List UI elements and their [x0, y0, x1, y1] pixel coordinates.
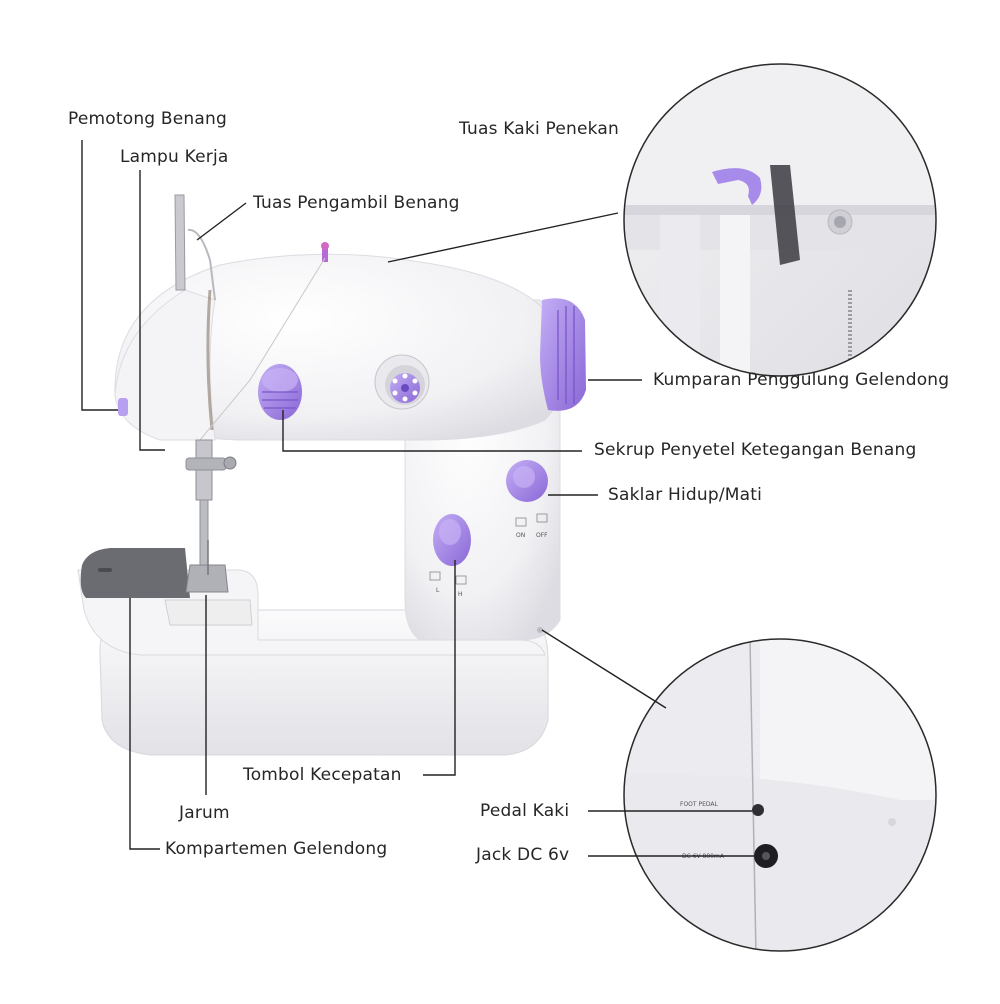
label-kumparan-penggulung-gelendong: Kumparan Penggulung Gelendong: [653, 370, 950, 390]
leader-lines: [81, 140, 756, 857]
label-lampu-kerja: Lampu Kerja: [120, 147, 229, 167]
power-switch: [506, 460, 548, 502]
label-tuas-pengambil-benang: Tuas Pengambil Benang: [253, 193, 460, 213]
leader-zoom-bottom: [541, 629, 667, 709]
handwheel: [540, 298, 586, 411]
label-tuas-kaki-penekan: Tuas Kaki Penekan: [459, 119, 619, 139]
label-kompartemen-gelendong: Kompartemen Gelendong: [165, 839, 388, 859]
side-jack-marker: [537, 627, 543, 633]
thread-guide: [187, 228, 216, 301]
speed-button: [433, 514, 471, 566]
foot-pedal-socket: [752, 804, 764, 816]
speed-low-icon: [429, 571, 441, 581]
spool-pin-cap: [321, 242, 329, 250]
bobbin-compartment-cover: [80, 548, 190, 598]
zoom-circle-presser-lever: [623, 63, 937, 377]
switch-off-mark: OFF: [536, 532, 548, 539]
machine-head: [114, 289, 216, 441]
label-sekrup-penyetel-ketegangan-benang: Sekrup Penyetel Ketegangan Benang: [594, 440, 917, 460]
speed-high-mark: H: [458, 591, 463, 598]
switch-on-icon: [515, 517, 527, 527]
label-pedal-kaki: Pedal Kaki: [480, 801, 570, 821]
spool-pin: [322, 248, 328, 262]
sewing-machine: ON OFF L H: [77, 194, 586, 756]
thread-line: [199, 257, 326, 441]
thread-channel: [206, 289, 214, 431]
leader-kompartemen: [129, 598, 160, 850]
label-saklar-hidup-mati: Saklar Hidup/Mati: [608, 485, 763, 505]
leader-tuas-pengambil-benang: [196, 202, 247, 241]
needle-plate: [164, 599, 253, 626]
label-jack-dc: Jack DC 6v: [476, 845, 570, 865]
bobbin-winder: [374, 354, 430, 410]
thread-tension-knob: [258, 364, 302, 420]
label-pemotong-benang: Pemotong Benang: [68, 109, 227, 129]
speed-low-mark: L: [436, 587, 440, 594]
presser-foot-assembly: [185, 439, 237, 593]
take-up-lever: [174, 194, 186, 291]
foot-pedal-marking: FOOT PEDAL: [680, 801, 718, 808]
switch-off-icon: [536, 513, 548, 523]
leader-tuas-kaki-penekan: [387, 212, 619, 263]
zoom-circle-jacks: FOOT PEDAL DC 6V 800mA: [623, 638, 937, 952]
bobbin-cover-slot: [98, 568, 112, 572]
work-lamp: [118, 398, 128, 416]
leader-tombol-kecepatan: [423, 560, 456, 776]
leader-pemotong-benang: [81, 140, 118, 411]
label-tombol-kecepatan: Tombol Kecepatan: [243, 765, 402, 785]
label-jarum: Jarum: [179, 803, 230, 823]
leader-lampu-kerja: [139, 170, 165, 451]
switch-on-mark: ON: [516, 532, 525, 539]
leader-sekrup: [282, 410, 582, 452]
speed-high-icon: [455, 575, 467, 585]
